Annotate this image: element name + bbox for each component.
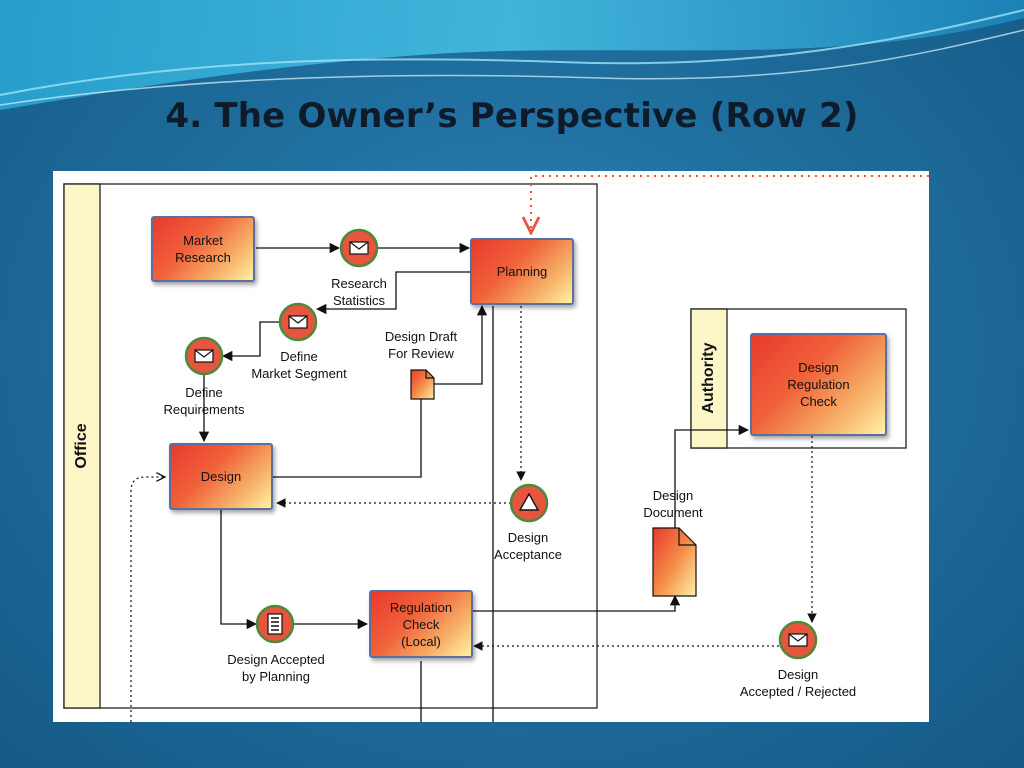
lane-title-office: Office bbox=[73, 423, 90, 469]
task-market-research[interactable]: Market Research bbox=[151, 216, 255, 282]
task-label: Design Regulation Check bbox=[787, 360, 850, 409]
document-design-document bbox=[652, 527, 697, 597]
bpmn-diagram: Office Authority Market Research Plannin… bbox=[53, 171, 929, 722]
event-design-acceptance bbox=[509, 483, 549, 523]
label-define-market-segment: Define Market Segment bbox=[251, 349, 347, 381]
label-define-requirements: Define Requirements bbox=[163, 385, 245, 417]
flow-regcheck-to-document bbox=[472, 594, 681, 612]
task-planning[interactable]: Planning bbox=[470, 238, 574, 305]
event-research-statistics bbox=[339, 228, 379, 268]
flow-document-to-authority bbox=[674, 424, 750, 534]
event-design-accepted-rejected bbox=[778, 620, 818, 660]
label-design-accepted-rejected: Design Accepted / Rejected bbox=[739, 667, 857, 699]
lane-title-authority: Authority bbox=[700, 342, 717, 414]
office-lane-header bbox=[63, 183, 101, 709]
label-design-draft-for-review: Design Draft For Review bbox=[384, 329, 458, 361]
msg-incoming-left bbox=[130, 477, 165, 722]
header-wave-decoration bbox=[0, 0, 1024, 110]
label-design-accepted-by-planning: Design Accepted by Planning bbox=[227, 652, 325, 684]
flow-segment-to-requirements bbox=[221, 321, 287, 362]
task-label: Market Research bbox=[175, 233, 231, 265]
flow-planning-to-segment bbox=[315, 271, 471, 315]
event-define-requirements bbox=[184, 336, 224, 376]
slide-title: 4. The Owner’s Perspective (Row 2) bbox=[165, 96, 859, 136]
task-label: Regulation Check (Local) bbox=[389, 599, 453, 649]
task-design-regulation-check[interactable]: Design Regulation Check bbox=[750, 333, 887, 436]
document-design-draft bbox=[410, 369, 435, 400]
event-design-accepted-by-planning bbox=[255, 604, 295, 644]
task-label: Planning bbox=[496, 264, 548, 279]
authority-lane-header bbox=[690, 308, 728, 449]
task-regulation-check-local[interactable]: Regulation Check (Local) bbox=[369, 590, 473, 658]
label-research-statistics: Research Statistics bbox=[331, 276, 387, 308]
flow-design-to-draft bbox=[273, 374, 427, 478]
task-label: Design bbox=[200, 469, 242, 484]
event-define-market-segment bbox=[278, 302, 318, 342]
diagram-connectors bbox=[63, 175, 929, 722]
task-design[interactable]: Design bbox=[169, 443, 273, 510]
label-design-document: Design Document bbox=[643, 488, 703, 520]
label-design-acceptance: Design Acceptance bbox=[494, 530, 562, 562]
external-dotted-flow bbox=[531, 175, 929, 233]
flow-draft-to-planning bbox=[434, 304, 488, 385]
flow-design-to-accepted bbox=[220, 509, 258, 630]
